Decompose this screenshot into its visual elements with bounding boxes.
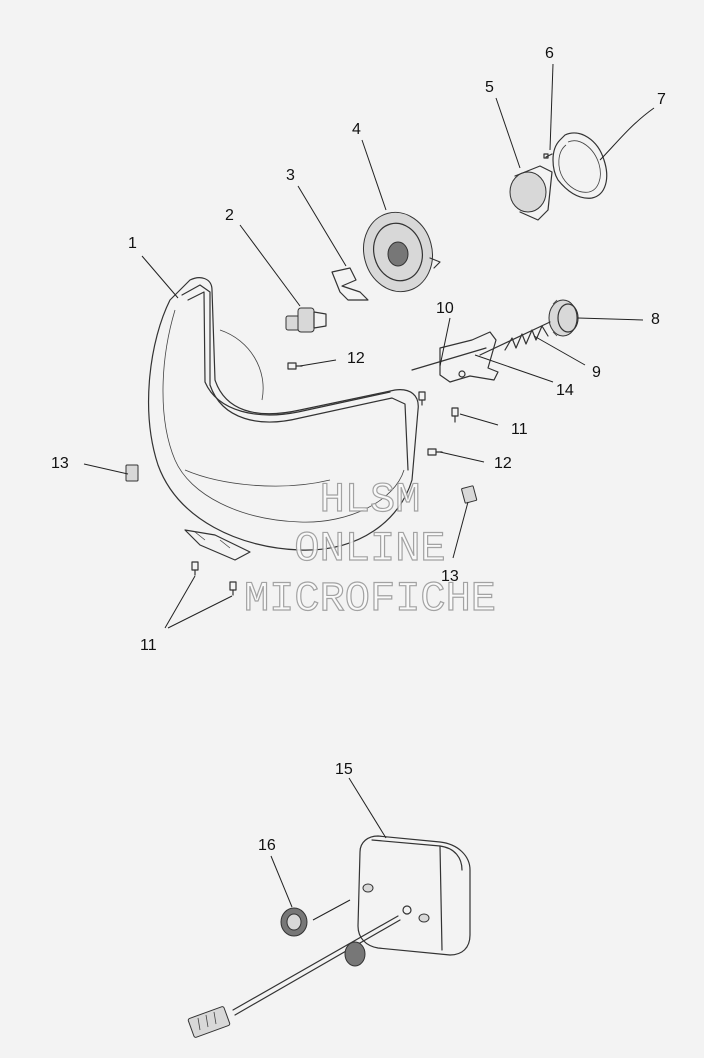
callout-11-right: 11: [511, 421, 528, 438]
small-screw[interactable]: [543, 153, 553, 159]
callout-4: 4: [352, 121, 361, 138]
watermark-line-2: ONLINE: [294, 525, 445, 573]
bulb[interactable]: [285, 307, 327, 333]
callout-labels: 1 2 3 4 5 6 7 8 9 10 14 12 11 12 13 13 1…: [51, 45, 666, 854]
callout-7: 7: [657, 91, 666, 108]
wiring-harness[interactable]: [187, 915, 401, 1038]
screw-11-bottom-left[interactable]: [191, 561, 199, 576]
screw-12-upper[interactable]: [287, 362, 303, 370]
callout-16: 16: [258, 837, 276, 854]
callout-8: 8: [651, 311, 660, 328]
headlight-housing[interactable]: [148, 277, 419, 561]
callout-14: 14: [556, 382, 574, 399]
callout-12-upper: 12: [347, 350, 365, 367]
grommet[interactable]: [280, 907, 308, 937]
screw-11-right[interactable]: [451, 407, 459, 423]
leader-lines: [83, 63, 655, 921]
adjuster-bracket[interactable]: [411, 331, 499, 383]
control-box[interactable]: [357, 835, 471, 956]
watermark: HLSM ONLINE MICROFICHE: [243, 475, 496, 623]
screw-11-top[interactable]: [418, 391, 426, 406]
watermark-line-3: MICROFICHE: [244, 575, 496, 623]
callout-10: 10: [436, 300, 454, 317]
callout-13-left: 13: [51, 455, 69, 472]
screw-12-lower[interactable]: [427, 448, 443, 456]
callout-3: 3: [286, 167, 295, 184]
callout-15: 15: [335, 761, 353, 778]
clip-13-left[interactable]: [125, 464, 139, 482]
callout-1: 1: [128, 235, 137, 252]
adjuster-knob[interactable]: [548, 299, 579, 337]
callout-9: 9: [592, 364, 601, 381]
callout-12-lower: 12: [494, 455, 512, 472]
callout-13-right: 13: [441, 568, 459, 585]
dust-cover[interactable]: [355, 205, 441, 300]
screw-11-bottom-right[interactable]: [229, 581, 237, 596]
retaining-spring[interactable]: [331, 267, 369, 301]
position-lamp-bulb[interactable]: [509, 165, 553, 221]
callout-5: 5: [485, 79, 494, 96]
watermark-line-1: HLSM: [320, 476, 421, 524]
clip-13-right[interactable]: [461, 485, 478, 504]
callout-2: 2: [225, 207, 234, 224]
callout-6: 6: [545, 45, 554, 62]
adjuster-spring[interactable]: [479, 321, 551, 356]
gasket[interactable]: [552, 132, 608, 199]
callout-11-bottom: 11: [140, 637, 157, 654]
